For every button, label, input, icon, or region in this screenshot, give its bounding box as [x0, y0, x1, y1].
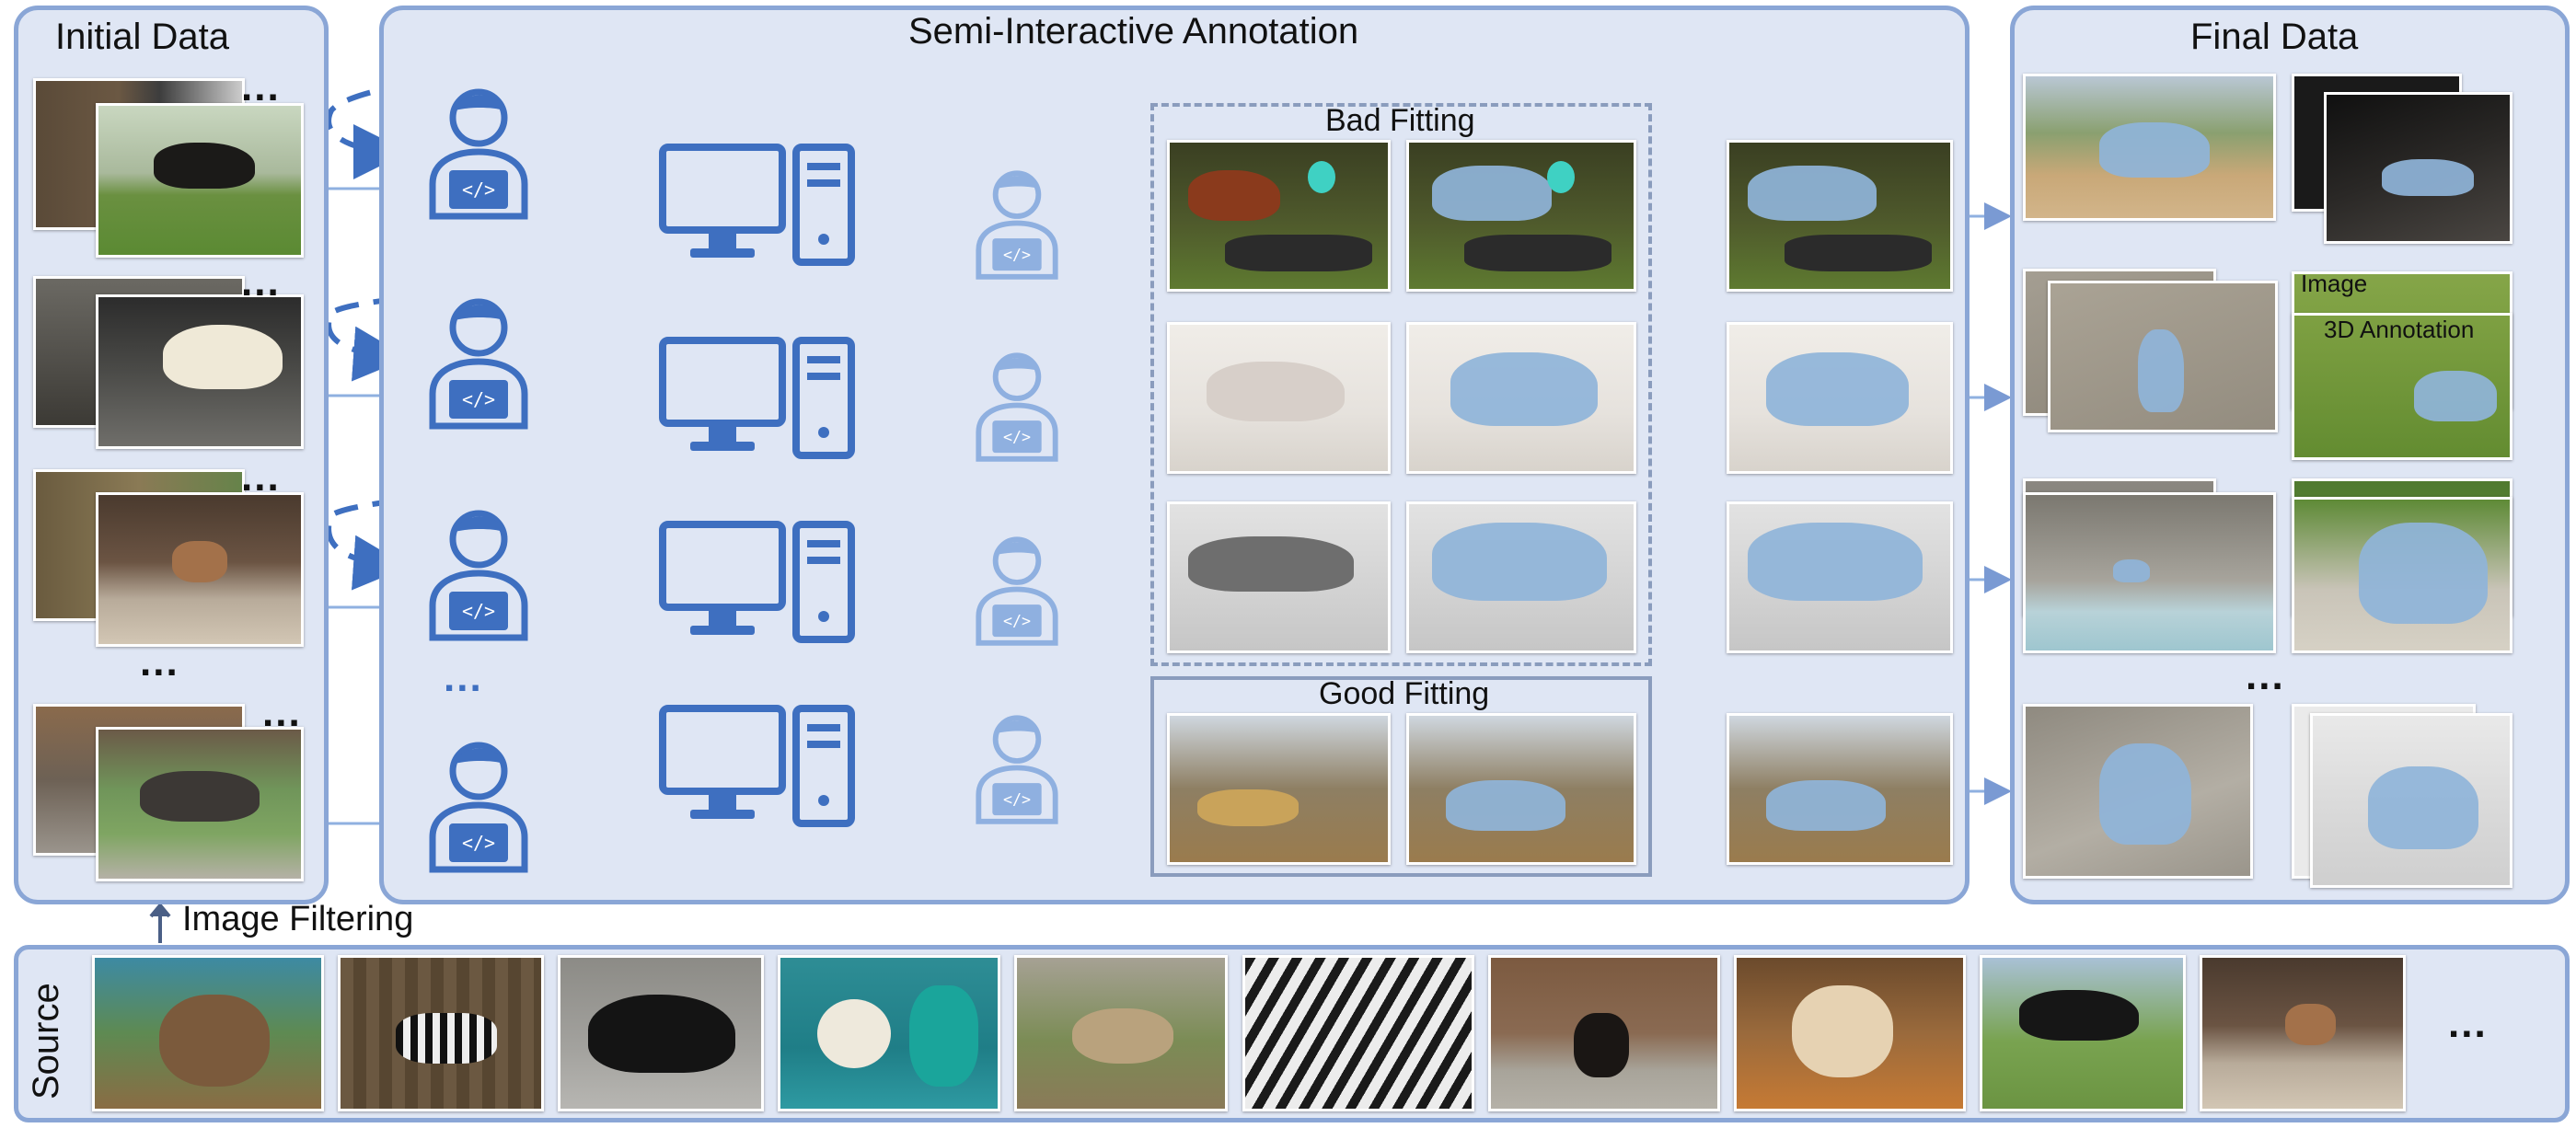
- refined-leopard: [1727, 713, 1953, 865]
- source-more: ...: [2448, 1001, 2488, 1046]
- bad-fit-original-horse: [1167, 140, 1391, 292]
- final-photo-road-front: [2048, 281, 2278, 432]
- final-photo-river: [2023, 492, 2276, 653]
- source-photo-sheep: [1014, 955, 1228, 1111]
- source-photo-black-bear: [558, 955, 764, 1111]
- svg-text:</>: </>: [462, 832, 495, 854]
- source-photo-horse-fence: [1980, 955, 2186, 1111]
- final-image-label: Image: [2301, 270, 2368, 297]
- final-data-title: Final Data: [2190, 17, 2359, 57]
- initial-more-1: ...: [241, 64, 281, 109]
- annotator-icon: </>: [423, 83, 534, 221]
- refined-fox: [1727, 322, 1953, 474]
- annotation-title: Semi-Interactive Annotation: [908, 11, 1359, 52]
- initial-more-rows: ...: [140, 639, 179, 685]
- final-photo-cage-front: [2310, 713, 2512, 888]
- final-photo-horse-front: [2292, 497, 2512, 653]
- source-photo-sheep-closeup: [1734, 955, 1966, 1111]
- annotator-icon: </>: [423, 736, 534, 874]
- svg-text:</>: </>: [462, 388, 495, 410]
- computer-icon: [658, 336, 861, 465]
- validator-icon: </>: [971, 166, 1063, 281]
- source-photo-zebra: [338, 955, 544, 1111]
- final-photo-dark-front: [2324, 92, 2512, 244]
- source-photo-polar-bear: [778, 955, 1000, 1111]
- svg-text:</>: </>: [1003, 613, 1031, 630]
- good-fitting-label: Good Fitting: [1319, 676, 1490, 711]
- bad-fitting-label: Bad Fitting: [1325, 103, 1475, 138]
- annotator-icon: </>: [423, 504, 534, 642]
- bad-fitting-box: [1150, 103, 1652, 666]
- svg-text:</>: </>: [1003, 247, 1031, 264]
- validator-icon: </>: [971, 348, 1063, 463]
- svg-text:</>: </>: [1003, 429, 1031, 446]
- computer-icon: [658, 143, 861, 271]
- final-annotation-label: 3D Annotation: [2324, 316, 2475, 343]
- filtering-arrow: [149, 902, 171, 943]
- annotator-more: ...: [444, 655, 483, 700]
- bad-fit-mesh-fox: [1406, 322, 1636, 474]
- source-photo-deer: [2200, 955, 2406, 1111]
- initial-photo-deer: [96, 492, 304, 647]
- bad-fit-mesh-cow: [1406, 501, 1636, 653]
- source-photo-zebras: [1242, 955, 1474, 1111]
- initial-photo-buffalo: [96, 727, 304, 881]
- bad-fit-mesh-horse: [1406, 140, 1636, 292]
- initial-more-2: ...: [241, 259, 281, 305]
- computer-icon: [658, 704, 861, 833]
- refined-horse: [1727, 140, 1953, 292]
- initial-more-3: ...: [241, 455, 281, 500]
- validator-icon: </>: [971, 710, 1063, 825]
- annotator-icon: </>: [423, 293, 534, 431]
- good-fit-mesh-leopard: [1406, 713, 1636, 865]
- validator-icon: </>: [971, 532, 1063, 647]
- initial-data-title: Initial Data: [55, 17, 229, 57]
- image-filtering-label: Image Filtering: [182, 900, 414, 938]
- good-fit-original-leopard: [1167, 713, 1391, 865]
- source-label: Source: [26, 983, 66, 1099]
- computer-icon: [658, 520, 861, 649]
- final-more: ...: [2246, 653, 2285, 698]
- final-photo-grass-front: [2292, 313, 2512, 460]
- source-photo-cow-barn: [1488, 955, 1720, 1111]
- good-fitting-box: [1150, 676, 1652, 877]
- svg-text:</>: </>: [462, 178, 495, 201]
- initial-more-4: ...: [262, 690, 302, 735]
- refined-cow: [1727, 501, 1953, 653]
- bad-fit-original-fox: [1167, 322, 1391, 474]
- final-photo-jockey: [2023, 74, 2276, 221]
- source-photo-ram: [92, 955, 324, 1111]
- bad-fit-original-cow: [1167, 501, 1391, 653]
- initial-photo-polar-bear: [96, 294, 304, 449]
- final-photo-deer: [2023, 704, 2253, 879]
- svg-text:</>: </>: [1003, 791, 1031, 809]
- initial-photo-horse: [96, 103, 304, 258]
- svg-text:</>: </>: [462, 600, 495, 622]
